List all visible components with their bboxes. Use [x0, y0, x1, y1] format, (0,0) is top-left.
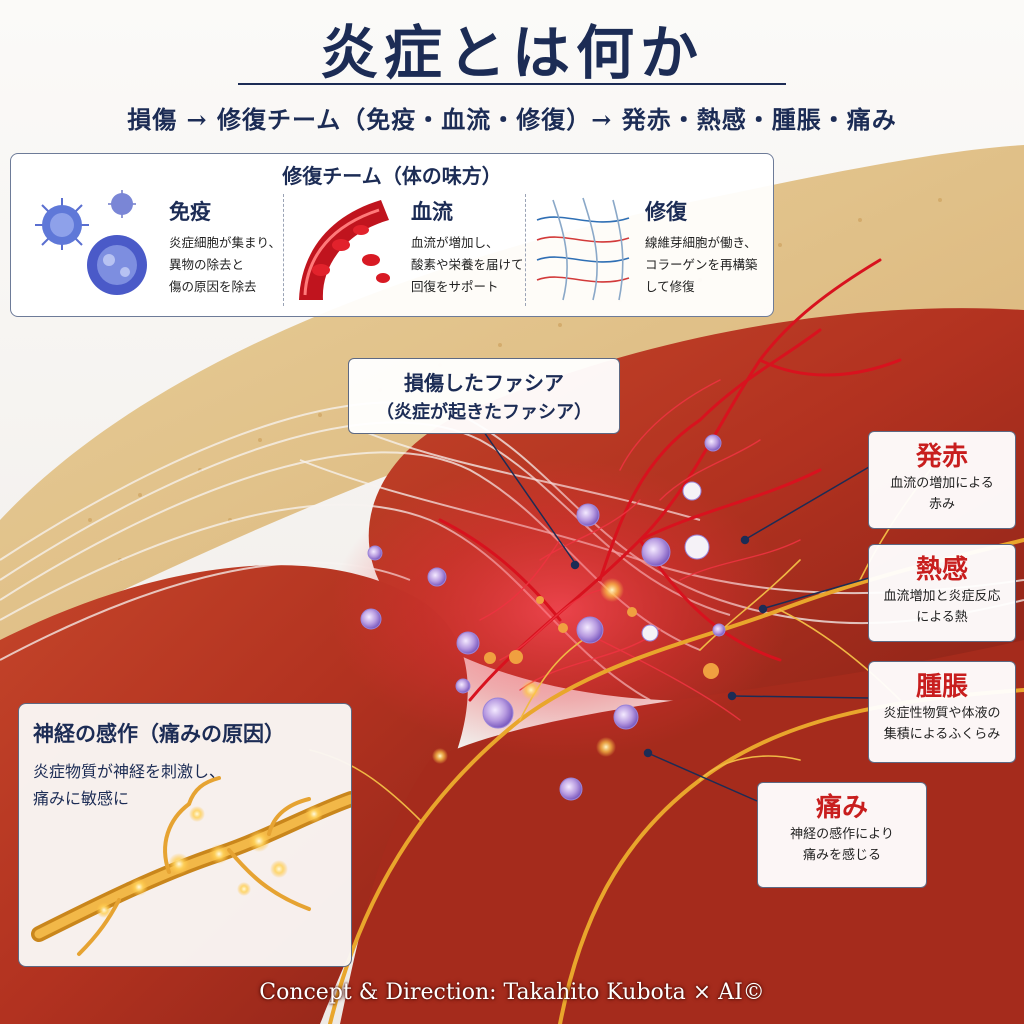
damaged-fascia-callout: 損傷したファシア （炎症が起きたファシア） [348, 358, 620, 434]
damaged-fascia-sublabel: （炎症が起きたファシア） [376, 402, 592, 423]
page-title: 炎症とは何か [319, 19, 704, 87]
team-divider [283, 194, 284, 306]
blood-vessel-icon [299, 200, 390, 300]
symptom-desc: 炎症性物質や体液の集積によるふくらみ [883, 706, 1001, 742]
symptom-desc: 血流の増加による赤み [890, 476, 994, 512]
immune-cells-icon [35, 190, 147, 295]
symptom-heat: 熱感 血流増加と炎症反応による熱 [868, 544, 1016, 642]
symptom-redness: 発赤 血流の増加による赤み [868, 431, 1016, 529]
page-subtitle: 損傷 → 修復チーム（免疫・血流・修復）→ 発赤・熱感・腫脹・痛み [127, 105, 897, 134]
symptom-desc: 神経の感作により痛みを感じる [790, 827, 894, 863]
symptom-pain: 痛み 神経の感作により痛みを感じる [757, 782, 927, 888]
symptom-title: 発赤 [915, 442, 968, 472]
credit-line: Concept & Direction: Takahito Kubota × A… [259, 980, 765, 1005]
team-item-immune: 免疫 炎症細胞が集まり、 異物の除去と 傷の原因を除去 [17, 190, 287, 308]
nerve-sensitization-panel: 神経の感作（痛みの原因） 炎症物質が神経を刺激し、 痛みに敏感に [18, 703, 352, 967]
repair-team-title: 修復チーム（体の味方） [282, 164, 502, 188]
symptom-title: 腫脹 [915, 672, 968, 702]
repair-team-panel: 修復チーム（体の味方） 免疫 炎症細胞が集まり、 異物の除去と 傷の原因を除去 [10, 153, 774, 317]
symptom-swelling: 腫脹 炎症性物質や体液の集積によるふくらみ [868, 661, 1016, 763]
team-name-immune: 免疫 [169, 199, 211, 224]
team-item-bloodflow: 血流 血流が増加し、 酸素や栄養を届けて 回復をサポート [291, 190, 524, 308]
symptom-title: 熱感 [915, 555, 968, 585]
team-name-repair: 修復 [645, 199, 687, 224]
team-desc-repair: 線維芽細胞が働き、 コラーゲンを再構築 して修復 [645, 235, 758, 294]
team-item-repair: 修復 線維芽細胞が働き、 コラーゲンを再構築 して修復 [533, 190, 769, 308]
title-underline [238, 83, 786, 85]
damaged-fascia-label: 損傷したファシア [404, 371, 564, 395]
symptom-title: 痛み [815, 793, 868, 823]
nerve-panel-desc: 炎症物質が神経を刺激し、 痛みに敏感に [33, 762, 226, 808]
team-desc-immune: 炎症細胞が集まり、 異物の除去と 傷の原因を除去 [169, 235, 282, 294]
sensitized-nerve-illustration [31, 776, 351, 956]
nerve-panel-title: 神経の感作（痛みの原因） [33, 721, 285, 746]
team-name-bloodflow: 血流 [411, 199, 453, 224]
team-desc-bloodflow: 血流が増加し、 酸素や栄養を届けて 回復をサポート [411, 235, 524, 294]
collagen-fibers-icon [536, 197, 630, 301]
symptom-desc: 血流増加と炎症反応による熱 [883, 589, 1001, 625]
team-divider [525, 194, 526, 306]
